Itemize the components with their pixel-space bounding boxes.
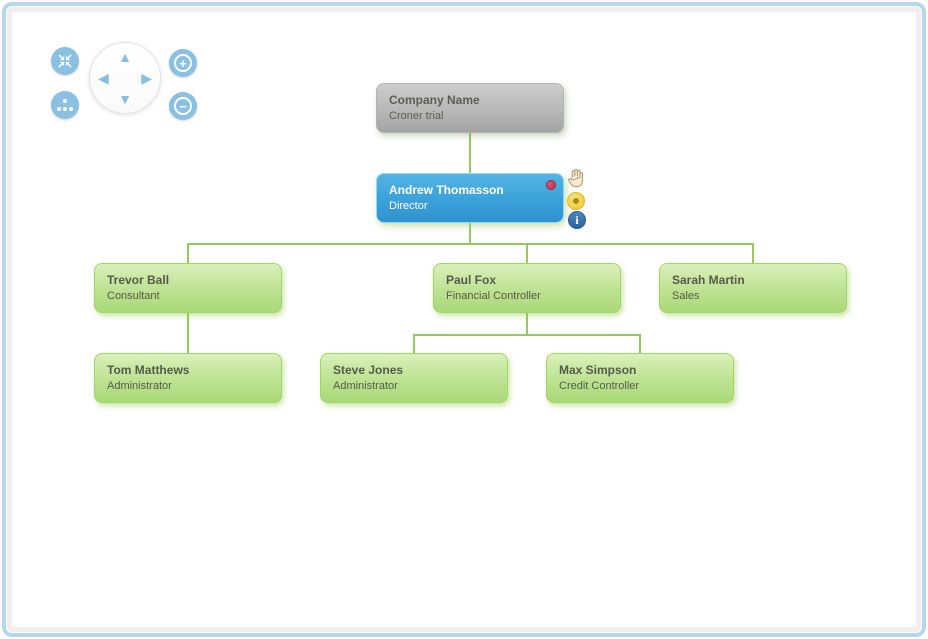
org-node-paul-fox[interactable]: Paul Fox Financial Controller [433, 263, 621, 313]
connector-line [752, 244, 754, 263]
pan-right-arrow[interactable]: ▶ [141, 70, 152, 86]
pan-pad[interactable]: ▲ ▼ ◀ ▶ [89, 42, 161, 114]
node-role: Administrator [107, 380, 172, 392]
node-name: Company Name [389, 93, 480, 107]
plus-icon: + [174, 54, 192, 72]
yellow-dot-button[interactable] [567, 192, 585, 210]
node-role: Sales [672, 290, 700, 302]
node-role: Credit Controller [559, 380, 640, 392]
pan-left-arrow[interactable]: ◀ [98, 70, 109, 86]
org-node-sarah-martin[interactable]: Sarah Martin Sales [659, 263, 847, 313]
org-node-trevor-ball[interactable]: Trevor Ball Consultant [94, 263, 282, 313]
node-name: Max Simpson [559, 363, 637, 377]
pan-down-arrow[interactable]: ▼ [118, 91, 132, 107]
connector-line [187, 244, 189, 263]
node-role: Director [389, 200, 428, 212]
org-layout-dots-icon [56, 96, 74, 114]
node-role: Croner trial [389, 110, 444, 122]
minus-icon: − [174, 97, 192, 115]
connector-line [413, 334, 641, 336]
org-node-max-simpson[interactable]: Max Simpson Credit Controller [546, 353, 734, 403]
node-name: Tom Matthews [107, 363, 190, 377]
connector-line [639, 335, 641, 353]
connector-line [413, 335, 415, 353]
node-name: Sarah Martin [672, 273, 745, 287]
hand-cursor-icon [568, 169, 584, 188]
org-node-company[interactable]: Company Name Croner trial [376, 83, 564, 133]
node-role: Administrator [333, 380, 398, 392]
connector-line [187, 313, 189, 353]
yellow-dot-icon [573, 198, 579, 204]
connector-line [526, 244, 528, 263]
pan-up-arrow[interactable]: ▲ [118, 49, 132, 65]
node-role: Financial Controller [446, 290, 541, 302]
info-button[interactable]: i [568, 211, 586, 229]
connector-line [469, 133, 471, 173]
org-node-steve-jones[interactable]: Steve Jones Administrator [320, 353, 508, 403]
info-icon: i [575, 213, 579, 227]
node-role: Consultant [107, 290, 160, 302]
collapse-button[interactable] [51, 47, 79, 75]
connector-line [187, 243, 754, 245]
zoom-in-button[interactable]: + [169, 49, 197, 77]
selected-status-dot [546, 180, 556, 190]
connector-line [469, 223, 471, 244]
node-name: Paul Fox [446, 273, 497, 287]
node-name: Trevor Ball [107, 273, 170, 287]
org-node-andrew-thomasson[interactable]: Andrew Thomasson Director [376, 173, 564, 223]
layout-button[interactable] [51, 91, 79, 119]
collapse-to-center-icon [58, 54, 72, 68]
zoom-out-button[interactable]: − [169, 92, 197, 120]
org-node-tom-matthews[interactable]: Tom Matthews Administrator [94, 353, 282, 403]
node-name: Andrew Thomasson [389, 183, 504, 197]
connector-line [526, 313, 528, 335]
node-name: Steve Jones [333, 363, 404, 377]
